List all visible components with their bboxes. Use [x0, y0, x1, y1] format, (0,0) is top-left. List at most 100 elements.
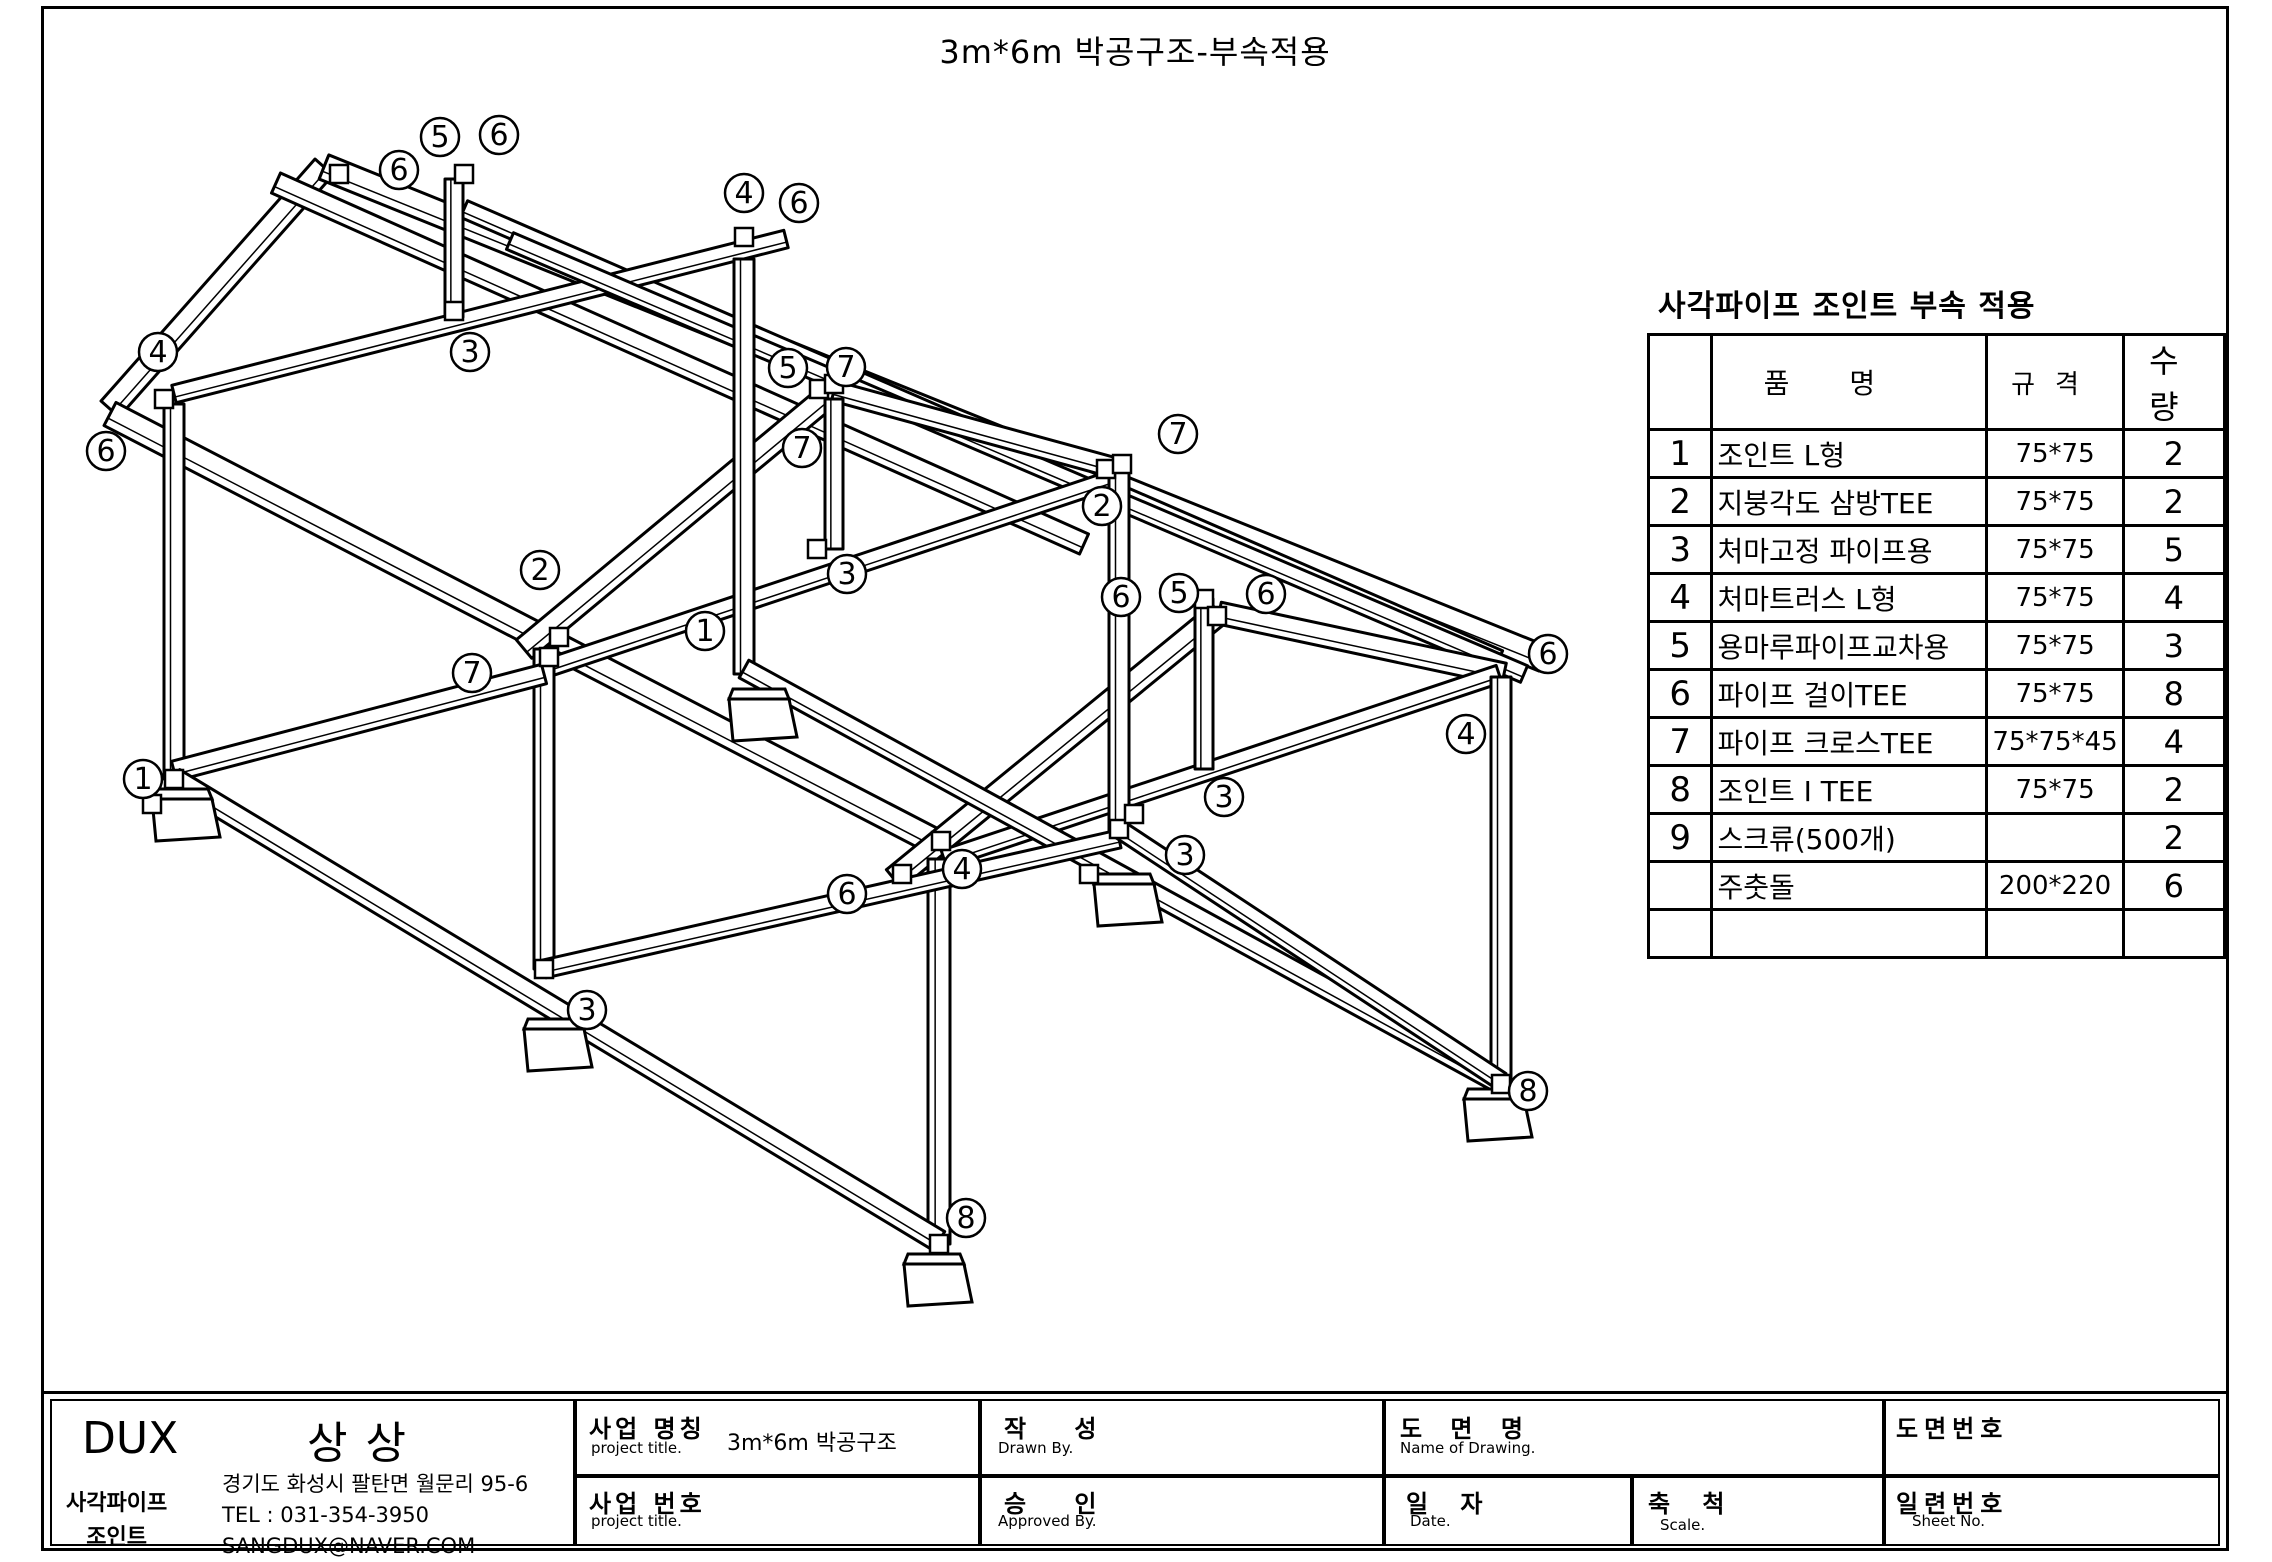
header-no: [1646, 333, 1714, 431]
company-tel: TEL : 031-354-3950: [222, 1503, 429, 1527]
parts-cell-name: 조인트 I TEE: [1710, 764, 1989, 815]
project-name-value: 3m*6m 박공구조: [727, 1431, 897, 1456]
callout-bubble: 6: [85, 430, 127, 472]
joint-fittings: [141, 163, 1512, 1255]
callout-label: 3: [1175, 838, 1194, 873]
post-mid-front: [532, 647, 556, 971]
parts-cell-name: 지붕각도 삼방TEE: [1710, 476, 1989, 527]
company-cell: DUX 상상 사각파이프 조인트 경기도 화성시 팔탄면 월문리 95-6 TE…: [50, 1399, 575, 1558]
callout-bubble: 2: [519, 549, 561, 591]
callout-label: 6: [1256, 577, 1275, 612]
parts-cell-name: 파이프 걸이TEE: [1710, 668, 1989, 719]
joint-fitting: [153, 388, 175, 410]
callout-label: 6: [96, 434, 115, 469]
drawing-name-cell: 도 면 명 Name of Drawing.: [1384, 1399, 1884, 1476]
parts-cell-qty: [2121, 908, 2227, 959]
parts-table-header: 품명 규격 수량: [1646, 333, 2227, 431]
parts-cell-no: 4: [1646, 572, 1714, 623]
callout-label: 7: [462, 656, 481, 691]
post-back-left-short: [443, 177, 465, 319]
callout-label: 2: [1092, 489, 1111, 524]
callout-label: 7: [792, 431, 811, 466]
foundation-stone: [901, 1252, 974, 1308]
callout-bubble: 3: [449, 331, 491, 373]
callout-label: 7: [1168, 417, 1187, 452]
joint-fitting: [443, 300, 465, 322]
parts-cell-qty: 8: [2121, 668, 2227, 719]
callout-label: 6: [789, 186, 808, 221]
callout-label: 8: [1518, 1074, 1537, 1109]
drawing-title: 3m*6m 박공구조-부속적용: [939, 33, 1331, 71]
parts-cell-no: 9: [1646, 812, 1714, 863]
callout-label: 5: [778, 351, 797, 386]
parts-cell-spec: 75*75: [1985, 620, 2125, 671]
eave-beam-back: [504, 231, 1530, 684]
joint-fitting: [1111, 453, 1133, 475]
callout-bubble: 7: [781, 427, 823, 469]
header-qty: 수량: [2121, 333, 2227, 431]
callout-label: 6: [489, 118, 508, 153]
joint-fitting: [891, 863, 913, 885]
callout-bubble: 4: [941, 848, 983, 890]
joint-fitting: [1078, 863, 1100, 885]
foundation-stones: [149, 687, 1534, 1308]
parts-cell-no: 3: [1646, 524, 1714, 575]
callout-bubble: 6: [1245, 573, 1287, 615]
callout-bubble: 7: [825, 346, 867, 388]
callout-label: 5: [430, 120, 449, 155]
frame-members: [99, 153, 1551, 1252]
callout-label: 4: [1456, 717, 1475, 752]
parts-cell-spec: 75*75: [1985, 572, 2125, 623]
joint-fitting: [533, 958, 555, 980]
parts-cell-name: 처마고정 파이프용: [1710, 524, 1989, 575]
parts-cell-qty: 2: [2121, 428, 2227, 479]
parts-cell-qty: 4: [2121, 572, 2227, 623]
parts-cell-spec: 75*75*45: [1985, 716, 2125, 767]
callout-label: 7: [836, 350, 855, 385]
callout-label: 4: [952, 852, 971, 887]
company-name: 사각파이프 조인트: [66, 1491, 168, 1550]
callout-bubble: 1: [684, 610, 726, 652]
post-front-right: [926, 857, 952, 1246]
callout-label: 1: [133, 762, 152, 797]
callout-bubble: 5: [767, 347, 809, 389]
callout-bubble: 1: [122, 758, 164, 800]
title-block: DUX 상상 사각파이프 조인트 경기도 화성시 팔탄면 월문리 95-6 TE…: [44, 1391, 2226, 1558]
parts-cell-name: [1710, 908, 1989, 959]
callout-label: 3: [577, 993, 596, 1028]
parts-cell-qty: 6: [2121, 860, 2227, 911]
joint-fitting: [453, 163, 475, 185]
drawing-number-cell: 도면번호: [1884, 1399, 2220, 1476]
parts-cell-qty: 5: [2121, 524, 2227, 575]
callout-bubble: 2: [1081, 485, 1123, 527]
joint-fitting: [328, 163, 350, 185]
callout-label: 2: [530, 553, 549, 588]
parts-cell-name: 처마트러스 L형: [1710, 572, 1989, 623]
callout-label: 3: [1214, 780, 1233, 815]
parts-cell-qty: 2: [2121, 764, 2227, 815]
header-spec: 규격: [1985, 333, 2125, 431]
header-name: 품명: [1710, 333, 1989, 431]
post-mid-short: [823, 397, 845, 551]
parts-cell-spec: 75*75: [1985, 524, 2125, 575]
callout-bubble: 4: [723, 172, 765, 214]
joint-fitting: [548, 626, 570, 648]
parts-cell-name: 스크류(500개): [1710, 812, 1989, 863]
joint-fitting: [163, 768, 185, 790]
parts-table-caption: 사각파이프 조인트 부속 적용: [1658, 289, 2036, 324]
parts-cell-spec: [1985, 908, 2125, 959]
callout-label: 6: [1111, 580, 1130, 615]
callout-label: 1: [695, 614, 714, 649]
callout-bubble: 7: [451, 652, 493, 694]
callout-label: 6: [389, 153, 408, 188]
parts-cell-no: 1: [1646, 428, 1714, 479]
foundation-stone: [521, 1017, 594, 1073]
parts-cell-qty: 3: [2121, 620, 2227, 671]
